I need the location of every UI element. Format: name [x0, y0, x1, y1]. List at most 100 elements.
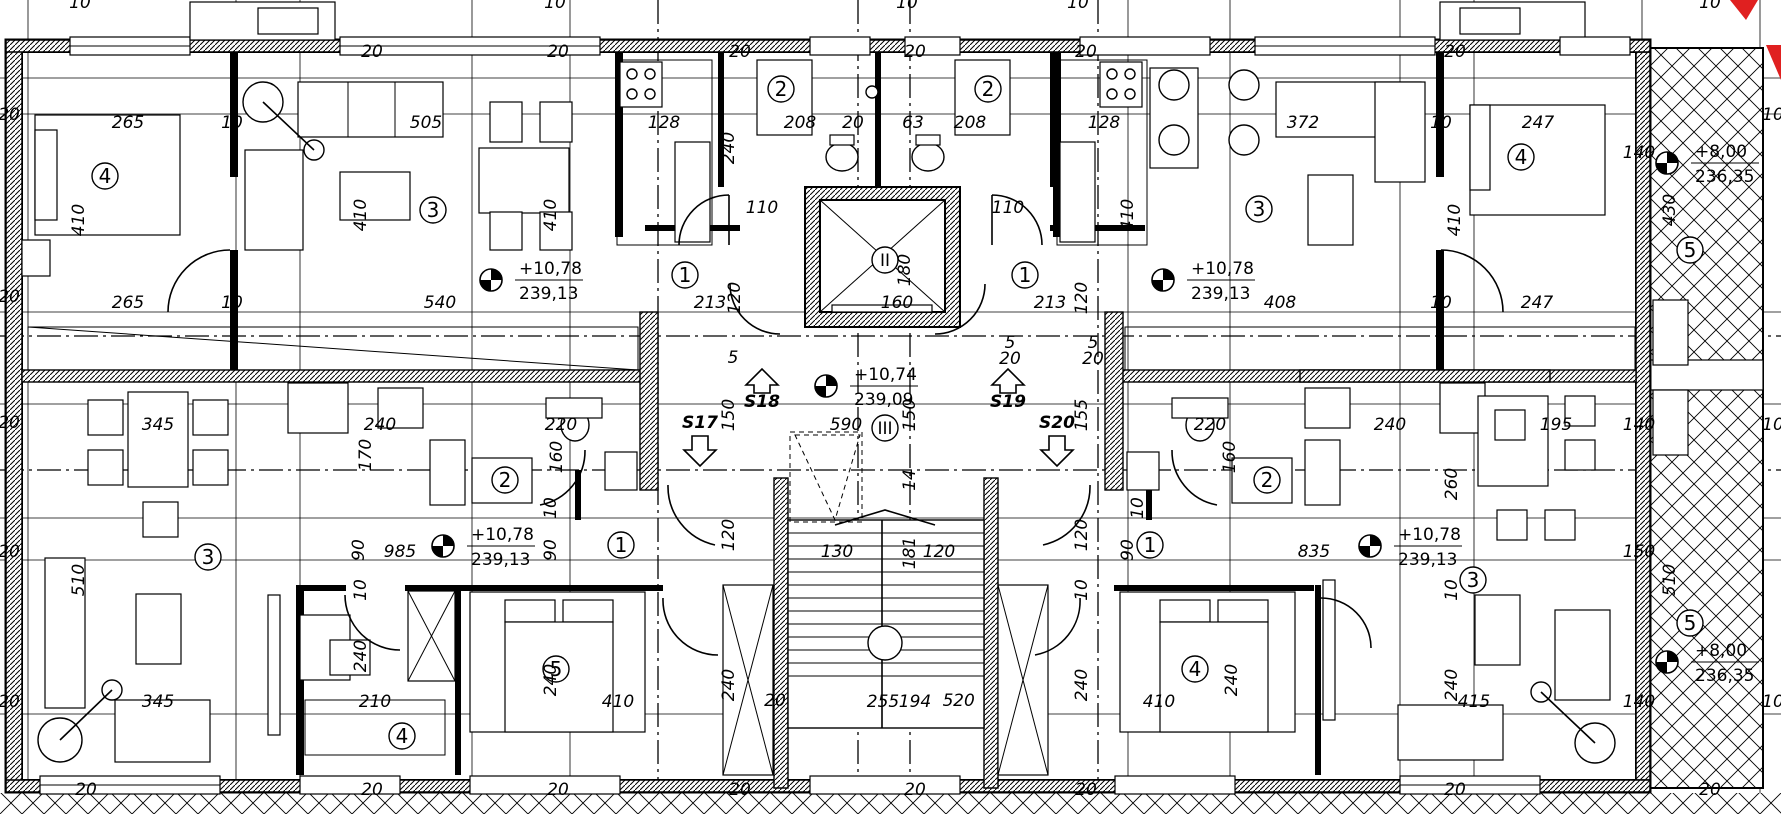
staircase [787, 431, 985, 729]
room-tag: 5 [542, 655, 570, 683]
dimension-label-vertical: 150 [900, 399, 920, 431]
dimension-label-vertical: 410 [541, 199, 561, 231]
dimension-label: 20 [1075, 780, 1097, 800]
dimension-label-vertical: 160 [1220, 441, 1240, 473]
room-tag: 5 [1676, 609, 1704, 637]
ground-hatch [0, 793, 1781, 814]
room-tag: 3 [1459, 566, 1487, 594]
dimension-label: 247 [1522, 113, 1555, 133]
section-label: S17 [682, 413, 718, 433]
dimension-label: 20 [361, 42, 383, 62]
dimension-label: 5 [1088, 333, 1099, 353]
dimension-label: 5 [943, 691, 954, 711]
dimension-label: 410 [602, 692, 634, 712]
dimension-label: 10 [896, 0, 918, 13]
arrow-up-icon [744, 367, 780, 394]
room-tag-label: 1 [679, 263, 692, 287]
dimension-label: 110 [992, 198, 1024, 218]
dimension-label: 240 [364, 415, 396, 435]
dimension-label-vertical: 240 [1072, 669, 1092, 701]
dimension-label-vertical: 10 [541, 497, 561, 519]
stair-tag-label: III [877, 419, 892, 439]
dimension-label: 20 [0, 542, 20, 562]
dimension-label: 20 [0, 692, 20, 712]
room-tag: 2 [974, 75, 1002, 103]
level-top: +10,78 [519, 259, 582, 279]
arrow-down-icon [682, 435, 718, 468]
dimension-label-vertical: 90 [349, 539, 369, 561]
room-tag-label: 2 [1261, 468, 1274, 492]
room-tag: 3 [419, 196, 447, 224]
dimension-label-vertical: 410 [1118, 199, 1138, 231]
room-tag-label: 4 [99, 164, 112, 188]
dimension-label-vertical: 120 [1072, 519, 1092, 551]
dimension-label-vertical: 90 [1118, 539, 1138, 561]
dimension-label: 20 [904, 42, 926, 62]
dimension-label: 10 [1762, 415, 1781, 435]
room-tag: 4 [388, 722, 416, 750]
stair-tag: II [871, 246, 899, 274]
dimension-label-vertical: 10 [1128, 497, 1148, 519]
room-tag: 1 [1136, 531, 1164, 559]
dimension-label: 255 [867, 692, 899, 712]
room-tag-label: 3 [427, 198, 440, 222]
dimension-label: 10 [1762, 692, 1781, 712]
room-tag-label: 4 [1189, 657, 1202, 681]
dimension-label: 130 [821, 542, 853, 562]
room-tag-label: 3 [202, 545, 215, 569]
dimension-label-vertical: 260 [1442, 468, 1462, 500]
room-tag-label: 4 [396, 724, 409, 748]
level-bottom: 236,35 [1695, 666, 1754, 686]
dimension-label: 10 [1699, 0, 1721, 13]
dimension-label: 240 [1374, 415, 1406, 435]
dimension-label: 213 [694, 293, 726, 313]
dimension-label-vertical: 10 [1072, 579, 1092, 601]
dimension-label-vertical: 510 [69, 564, 89, 596]
dimension-label: 408 [1264, 293, 1297, 313]
level-bottom: 239,13 [471, 550, 530, 570]
room-tag: 1 [671, 261, 699, 289]
dimension-label-vertical: 410 [1445, 204, 1465, 236]
dimension-label-vertical: 510 [1660, 564, 1680, 596]
dimension-label: 20 [842, 113, 864, 133]
dimension-label: 208 [954, 113, 987, 133]
room-tag-label: 2 [775, 77, 788, 101]
dimension-label: 160 [881, 293, 913, 313]
door-swings [167, 194, 1504, 656]
dimension-label: 5 [1005, 333, 1016, 353]
dimension-label-vertical: 240 [1442, 669, 1462, 701]
level-marker-layer: +10,78239,13+10,78239,13+10,74239,09+10,… [431, 142, 1759, 686]
room-tag: 4 [91, 162, 119, 190]
dimension-label: 20 [0, 413, 20, 433]
stair-tag-label: II [880, 251, 890, 271]
section-mark: S17 [682, 413, 718, 468]
dimension-label: 5 [728, 348, 739, 368]
dimension-label: 10 [69, 0, 91, 13]
dimension-label: 10 [544, 0, 566, 13]
dimension-label: 20 [75, 780, 97, 800]
dimension-label: 20 [547, 42, 569, 62]
level-top: +10,78 [1191, 259, 1254, 279]
dimension-label: 247 [1521, 293, 1554, 313]
dimension-label: 110 [746, 198, 778, 218]
dimension-label: 10 [221, 293, 243, 313]
dimension-label-vertical: 10 [351, 579, 371, 601]
room-tag: 2 [1253, 466, 1281, 494]
dimension-label-vertical: 155 [1072, 399, 1092, 431]
red-mark-icon [1766, 45, 1781, 80]
dimension-label: 128 [648, 113, 681, 133]
dimension-label: 20 [1444, 780, 1466, 800]
room-tag-label: 2 [982, 77, 995, 101]
dimension-label: 194 [899, 692, 931, 712]
room-tag: 4 [1181, 655, 1209, 683]
arrow-down-icon [1039, 435, 1075, 468]
level-top: +8,00 [1695, 142, 1747, 162]
dimension-label-vertical: 120 [719, 519, 739, 551]
